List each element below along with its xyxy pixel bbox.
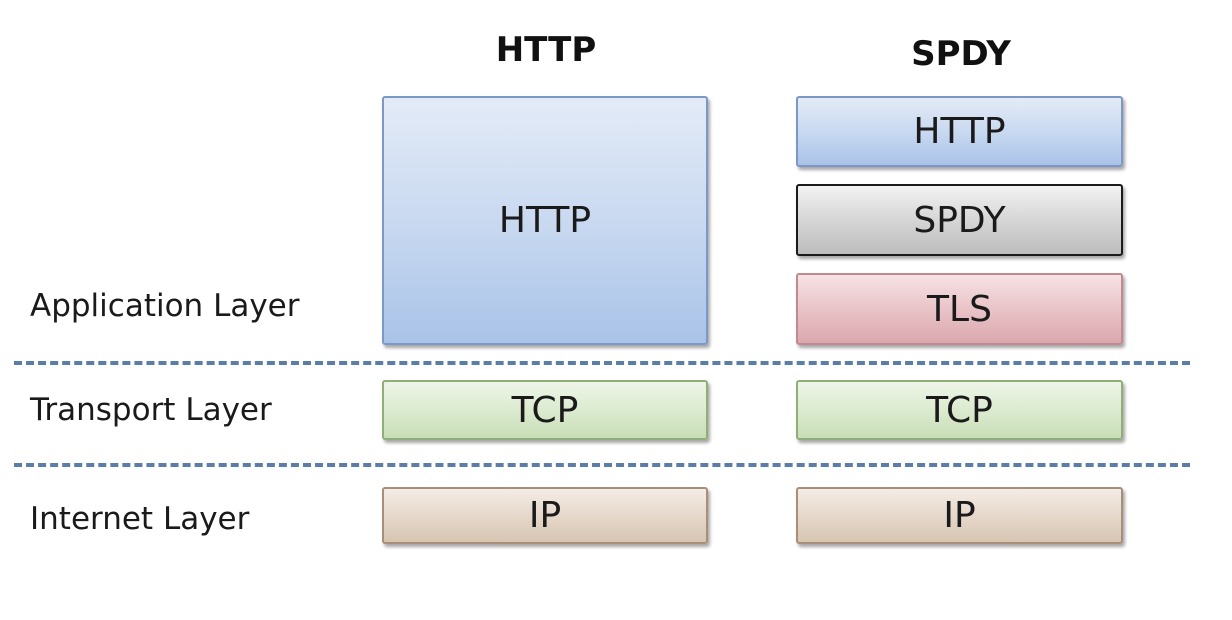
- spdy-stack-ip-label: IP: [943, 495, 976, 536]
- spdy-stack-ip-box: IP: [796, 487, 1123, 544]
- spdy-column-title: SPDY: [911, 34, 1011, 74]
- spdy-stack-http-box: HTTP: [796, 96, 1123, 167]
- spdy-stack-tls-label: TLS: [927, 288, 992, 330]
- spdy-stack-tls-box: TLS: [796, 273, 1123, 345]
- transport-layer-label: Transport Layer: [30, 392, 272, 428]
- http-column-title: HTTP: [495, 30, 597, 70]
- internet-layer-label: Internet Layer: [30, 501, 250, 537]
- http-stack-tcp-box: TCP: [382, 380, 708, 440]
- spdy-stack-spdy-box: SPDY: [796, 184, 1123, 256]
- application-transport-divider: [14, 361, 1190, 365]
- http-stack-http-label: HTTP: [498, 200, 592, 241]
- http-stack-ip-box: IP: [382, 487, 708, 544]
- http-stack-tcp-label: TCP: [511, 389, 579, 431]
- spdy-stack-spdy-label: SPDY: [913, 199, 1006, 241]
- http-stack-http-box: HTTP: [382, 96, 708, 345]
- http-stack-ip-label: IP: [528, 495, 562, 536]
- spdy-stack-http-label: HTTP: [913, 111, 1006, 152]
- spdy-stack-tcp-label: TCP: [926, 389, 993, 431]
- application-layer-label: Application Layer: [30, 288, 300, 324]
- transport-internet-divider: [14, 463, 1190, 467]
- spdy-stack-tcp-box: TCP: [796, 380, 1123, 440]
